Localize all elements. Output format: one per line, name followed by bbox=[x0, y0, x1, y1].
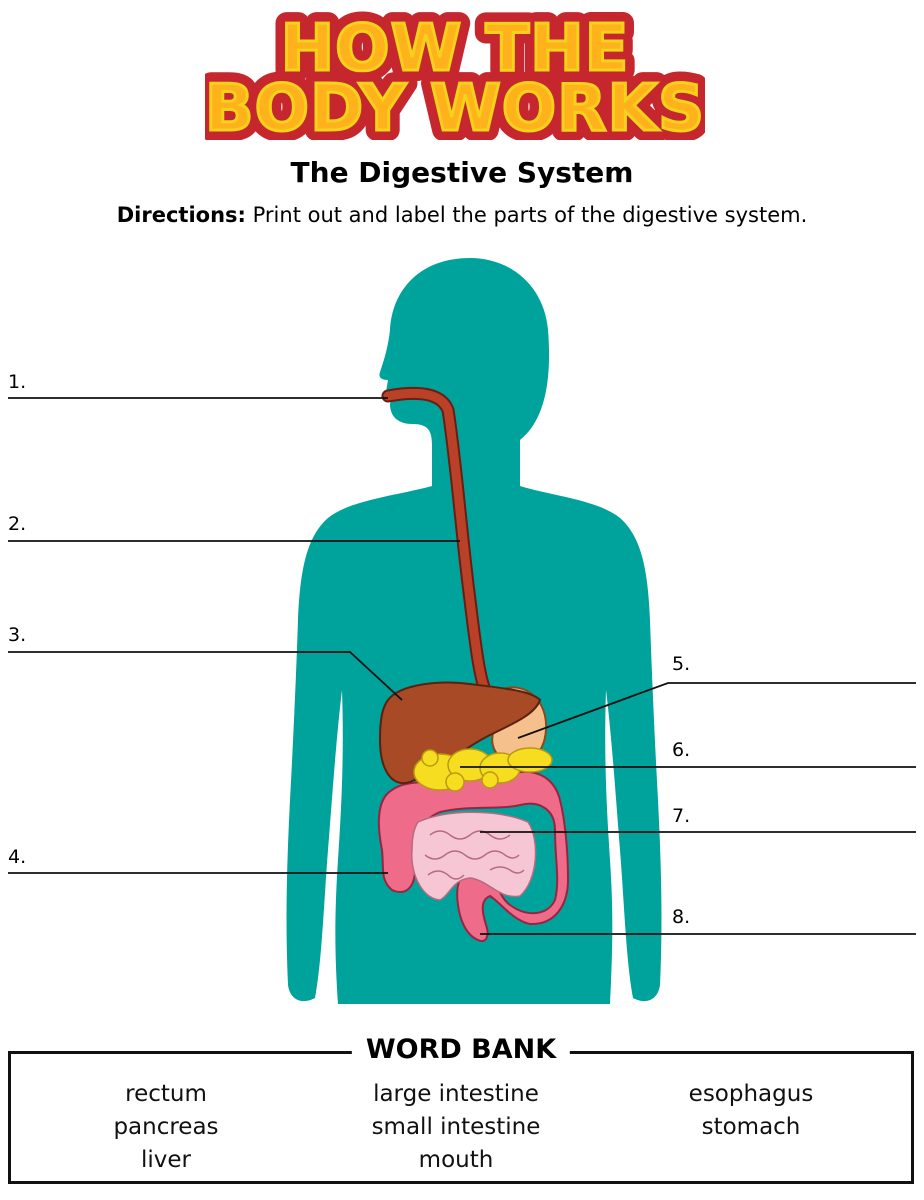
word-bank-term: stomach bbox=[701, 1114, 801, 1140]
label-8: 8. bbox=[672, 906, 690, 928]
word-bank-column-2: large intestine small intestine mouth bbox=[341, 1078, 571, 1177]
how-the-body-works-logo: HOW THE HOW THE BODY WORKS BODY WORKS bbox=[205, 10, 705, 140]
directions-label: Directions: bbox=[116, 203, 246, 227]
page-title: The Digestive System bbox=[290, 156, 634, 189]
logo-line-2-fill: BODY WORKS bbox=[205, 72, 705, 140]
logo-line-2: BODY WORKS bbox=[205, 72, 705, 140]
label-2: 2. bbox=[8, 513, 26, 535]
label-7: 7. bbox=[672, 805, 690, 827]
word-bank-term: small intestine bbox=[371, 1114, 541, 1140]
word-bank-column-1: rectum pancreas liver bbox=[51, 1078, 281, 1177]
logo-line-1: HOW THE bbox=[281, 12, 630, 86]
label-3: 3. bbox=[8, 624, 26, 646]
word-bank-term: esophagus bbox=[688, 1081, 814, 1107]
directions-body: Print out and label the parts of the dig… bbox=[245, 203, 808, 227]
label-5: 5. bbox=[672, 653, 690, 675]
word-bank-term: rectum bbox=[125, 1081, 207, 1107]
label-markers: 1. 2. 3. 4. 5. 6. 7. 8. bbox=[8, 371, 916, 935]
leader-line-5 bbox=[517, 682, 916, 739]
word-bank-box: WORD BANK rectum pancreas liver large in… bbox=[8, 1034, 914, 1184]
label-1: 1. bbox=[8, 371, 26, 393]
digestive-system-diagram: 1. 2. 3. 4. 5. 6. 7. 8. bbox=[8, 258, 916, 1004]
word-bank-title: WORD BANK bbox=[351, 1034, 571, 1065]
word-bank-term: liver bbox=[141, 1147, 191, 1173]
logo-line-1-fill: HOW THE bbox=[281, 12, 630, 86]
word-bank-term: pancreas bbox=[113, 1114, 219, 1140]
pancreas-organ bbox=[413, 747, 553, 792]
small-intestine-organ bbox=[411, 811, 537, 901]
liver-organ bbox=[378, 681, 542, 785]
directions-text: Directions: Print out and label the part… bbox=[0, 203, 924, 227]
word-bank-column-3: esophagus stomach bbox=[636, 1078, 866, 1144]
word-bank-term: large intestine bbox=[373, 1081, 539, 1107]
label-6: 6. bbox=[672, 739, 690, 761]
word-bank-term: mouth bbox=[418, 1147, 494, 1173]
leader-line-3 bbox=[8, 651, 403, 701]
label-4: 4. bbox=[8, 846, 26, 868]
